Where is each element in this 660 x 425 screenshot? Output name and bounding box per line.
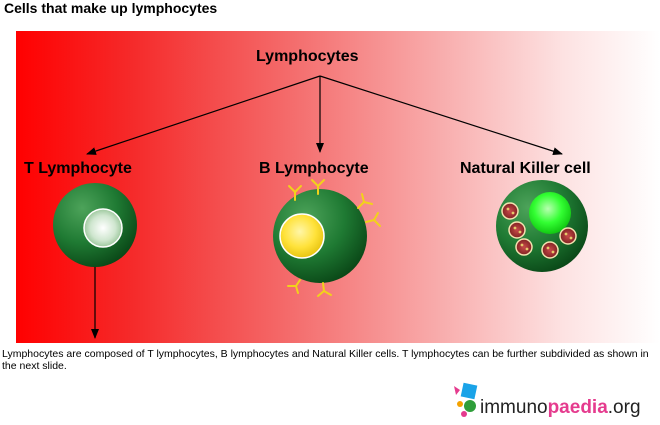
b-cell-nucleus xyxy=(279,213,325,259)
nk-cell-nucleus xyxy=(529,192,571,234)
root-label-lymphocytes: Lymphocytes xyxy=(256,48,359,65)
logo-text-org: .org xyxy=(607,397,641,418)
immunopaedia-logo: immunopaedia.org xyxy=(440,380,660,420)
nk-cell-granules xyxy=(501,202,577,259)
logo-text-paedia: paedia xyxy=(547,397,608,418)
label-b-lymphocyte: B Lymphocyte xyxy=(259,160,369,177)
t-lymphocyte-cell xyxy=(53,183,137,267)
b-lymphocyte-cell xyxy=(273,179,381,297)
logo-wordmark: immunopaedia.org xyxy=(480,397,641,419)
logo-text-immuno: immuno xyxy=(480,397,548,418)
label-natural-killer-cell: Natural Killer cell xyxy=(460,160,591,177)
caption: Lymphocytes are composed of T lymphocyte… xyxy=(2,348,649,372)
arrow-to-t-lymphocyte xyxy=(86,75,321,155)
slide-title: Cells that make up lymphocytes xyxy=(4,0,218,16)
t-cell-nucleus xyxy=(83,208,123,248)
nk-cell xyxy=(496,180,588,272)
arrow-to-nk-cell xyxy=(319,75,563,156)
label-t-lymphocyte: T Lymphocyte xyxy=(24,160,132,177)
connector-arrows xyxy=(86,75,563,339)
logo-icon xyxy=(454,382,478,417)
b-cell-receptors xyxy=(287,179,381,297)
